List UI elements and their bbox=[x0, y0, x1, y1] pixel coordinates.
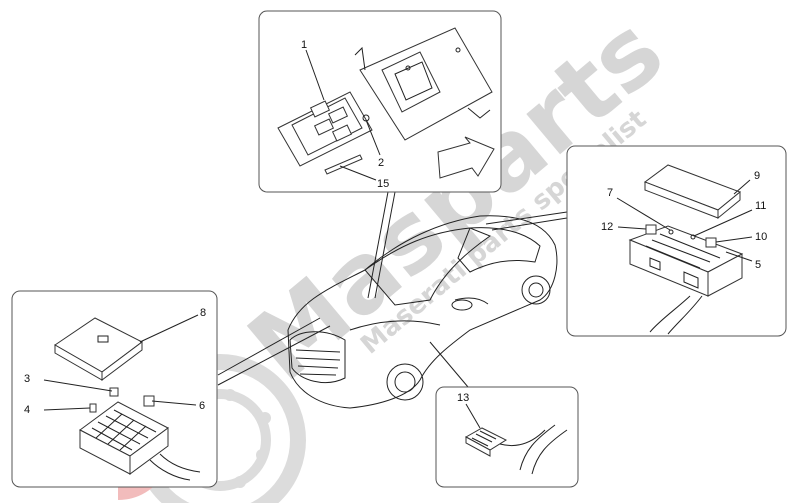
callout-1: 1 bbox=[301, 39, 307, 51]
callout-3: 3 bbox=[24, 373, 30, 385]
car-outline-icon bbox=[287, 215, 558, 409]
detail-box-bottom: 13 bbox=[435, 386, 579, 488]
callout-5: 5 bbox=[755, 259, 761, 271]
callout-11: 11 bbox=[755, 200, 766, 212]
car-leader-lines bbox=[217, 191, 568, 388]
callout-6: 6 bbox=[199, 400, 205, 412]
detail-box-top: 1 2 15 bbox=[258, 10, 502, 193]
callout-15: 15 bbox=[377, 178, 389, 190]
callout-12: 12 bbox=[601, 221, 613, 233]
callout-2: 2 bbox=[378, 157, 384, 169]
callout-7: 7 bbox=[607, 187, 613, 199]
callout-9: 9 bbox=[754, 170, 760, 182]
direction-arrow-icon bbox=[437, 136, 495, 179]
callout-4: 4 bbox=[24, 404, 30, 416]
detail-box-left: 8 3 4 6 bbox=[11, 290, 218, 488]
callout-10: 10 bbox=[755, 231, 767, 243]
callout-8: 8 bbox=[200, 307, 206, 319]
detail-box-right: 9 7 11 12 10 5 bbox=[566, 145, 787, 337]
callout-13: 13 bbox=[457, 392, 469, 404]
